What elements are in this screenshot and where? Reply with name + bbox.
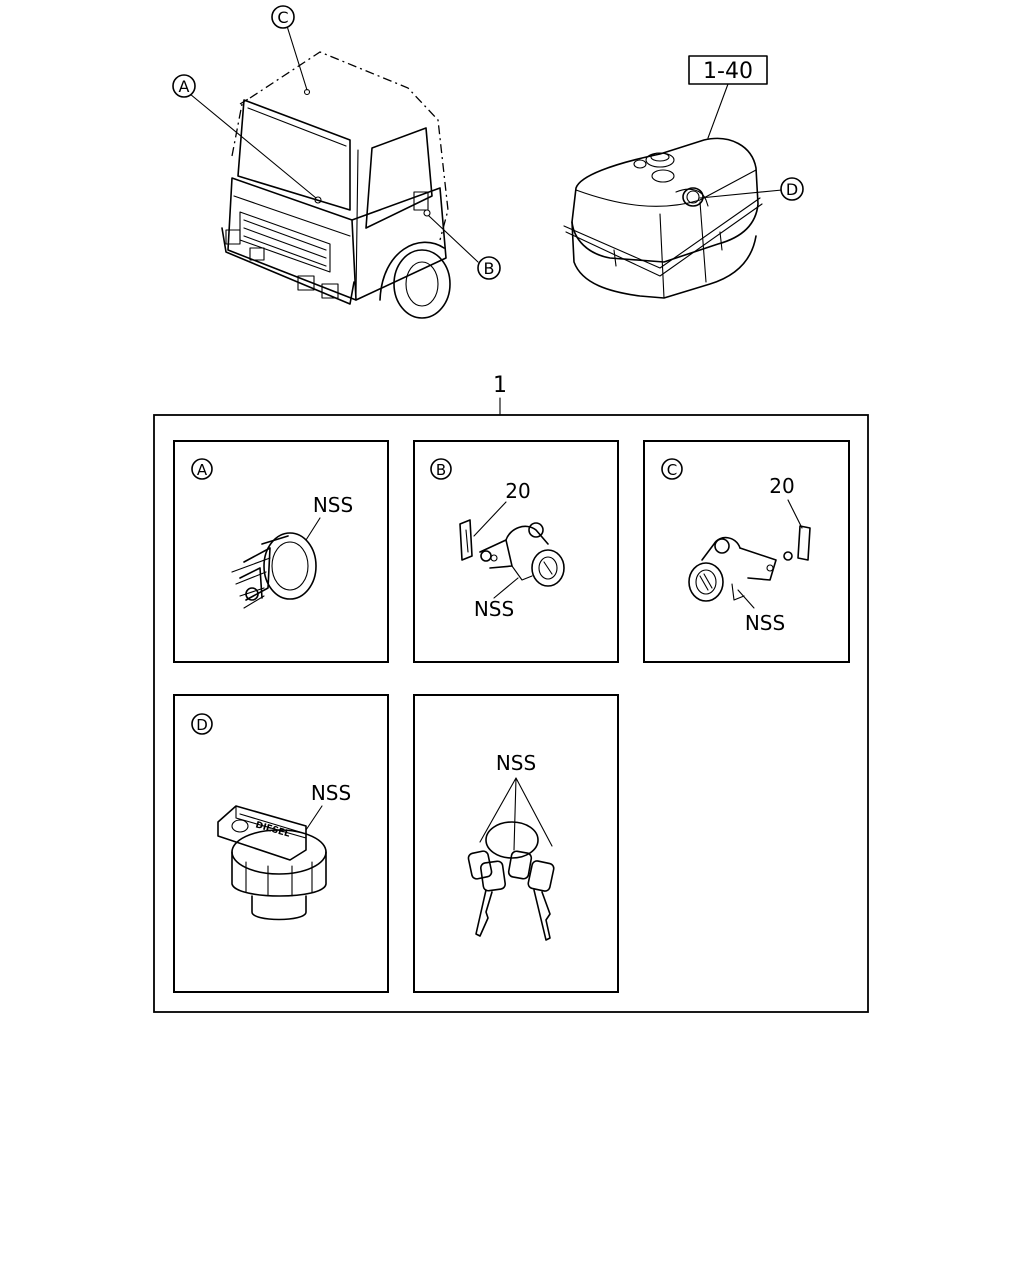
panel-c-part-number: 20	[769, 474, 794, 498]
panel-d: D NSS DIESEL	[173, 694, 389, 993]
door-lock-right	[688, 525, 811, 602]
callout-d-tank: D	[780, 177, 804, 201]
svg-text:B: B	[484, 259, 495, 278]
panel-b-badge: B	[436, 461, 446, 479]
panel-keys: NSS	[413, 694, 619, 993]
truck-cab-illustration	[189, 25, 479, 319]
assembly-number: 1	[493, 373, 507, 415]
panel-b-label: NSS	[474, 597, 514, 621]
svg-text:1: 1	[493, 373, 507, 398]
panel-c-label: NSS	[745, 611, 785, 635]
assembly-frame	[153, 414, 869, 1013]
svg-text:A: A	[179, 77, 190, 96]
panel-b: B 20 NSS	[413, 440, 619, 663]
panel-a-label: NSS	[313, 493, 353, 517]
panel-a-badge: A	[197, 461, 208, 479]
ignition-lock-cylinder	[231, 532, 317, 609]
fuel-tank-illustration	[563, 83, 783, 299]
callout-b-truck: B	[477, 256, 501, 280]
ref-box-1-40: 1-40	[688, 55, 768, 85]
svg-text:C: C	[277, 8, 288, 27]
callout-c-truck: C	[271, 5, 295, 29]
panel-d-label: NSS	[311, 781, 351, 805]
svg-text:D: D	[786, 180, 798, 199]
panel-d-badge: D	[196, 716, 208, 734]
panel-b-part-number: 20	[505, 479, 530, 503]
panel-keys-label: NSS	[496, 751, 536, 775]
door-lock-left	[459, 519, 565, 587]
panel-a: A NSS	[173, 440, 389, 663]
panel-c-badge: C	[667, 461, 677, 479]
svg-text:1-40: 1-40	[703, 59, 753, 84]
panel-c: C 20 NSS	[643, 440, 850, 663]
callout-a-truck: A	[172, 74, 196, 98]
key-set-icon	[467, 821, 555, 941]
